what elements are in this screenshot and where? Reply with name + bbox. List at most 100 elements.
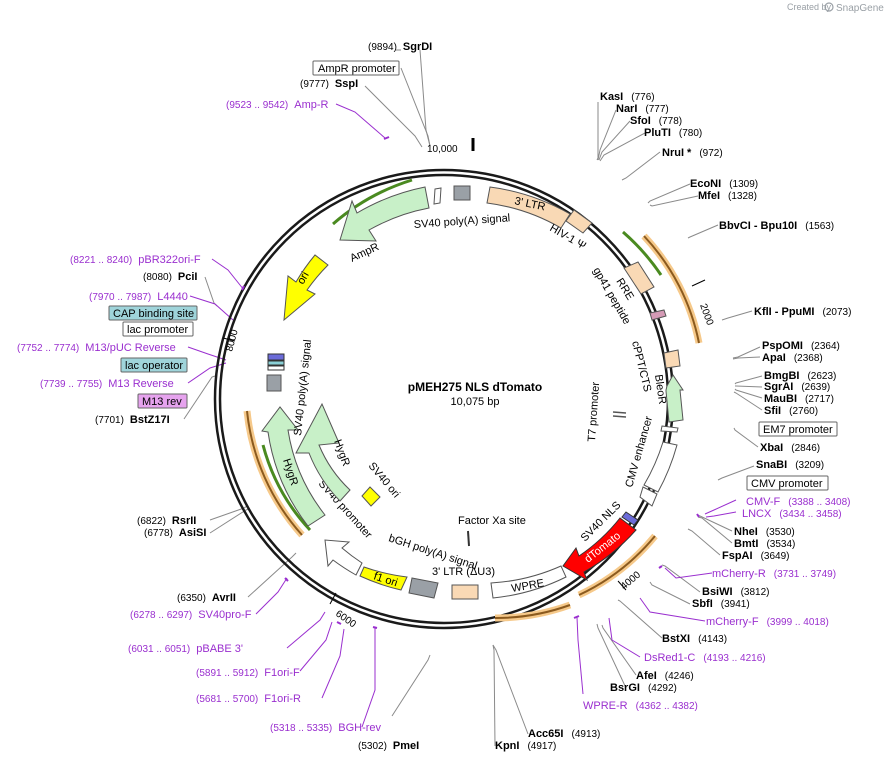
primer-position: (9523 .. 9542) xyxy=(226,100,288,111)
site-name: BmtI xyxy=(734,538,758,550)
boxed-label-m13-rev: M13 rev xyxy=(137,393,188,409)
site-position: (1328) xyxy=(728,191,757,202)
site-name: Acc65I xyxy=(528,728,563,740)
site-position: (2368) xyxy=(794,353,823,364)
site-position: (9894) xyxy=(368,42,397,53)
primer-name: pBR322ori-F xyxy=(138,254,201,266)
site-position: (4143) xyxy=(698,634,727,645)
site-name: BstZ17I xyxy=(130,414,170,426)
site-name: KflI - PpuMI xyxy=(754,306,815,318)
ltr3-box xyxy=(486,186,571,229)
plasmid-size: 10,075 bp xyxy=(451,396,500,408)
cmv-enhancer-arrow xyxy=(643,441,678,493)
site-position: (778) xyxy=(659,116,682,127)
cmv-promoter-box xyxy=(639,486,658,507)
sv40-polya-top xyxy=(433,185,471,205)
boxed-label-ampr-promoter: AmpR promoter xyxy=(312,60,400,76)
dtomato-arrow xyxy=(562,517,637,582)
primer-position: (3731 .. 3749) xyxy=(774,569,836,580)
primer-name: mCherry-F xyxy=(706,616,759,628)
primer-position: (3388 .. 3408) xyxy=(788,497,850,508)
site-position: (4292) xyxy=(648,683,677,694)
primer-position: (4193 .. 4216) xyxy=(703,653,765,664)
primer-name: M13 Reverse xyxy=(108,378,173,390)
tick-8000: 8000 xyxy=(224,328,240,353)
primer-position: (7739 .. 7755) xyxy=(40,379,102,390)
label-bleor: BleoR xyxy=(652,374,668,405)
primer-marks xyxy=(241,136,700,629)
site-position: (2073) xyxy=(823,307,852,318)
site-labels: (9894)SgrDI(9777)SspIKasI(776)NarI(777)S… xyxy=(95,41,851,752)
primer-name: mCherry-R xyxy=(712,568,766,580)
site-position: (4246) xyxy=(665,671,694,682)
site-name: NarI xyxy=(616,103,637,115)
primer-name: SV40pro-F xyxy=(198,609,251,621)
boxed-label-em7: EM7 promoter xyxy=(758,421,838,437)
em7-box xyxy=(660,425,679,433)
primer-name: F1ori-R xyxy=(264,693,301,705)
site-position: (2623) xyxy=(807,371,836,382)
site-position: (4913) xyxy=(571,729,600,740)
primer-name: LNCX xyxy=(742,508,772,520)
sv40-promoter-arrow xyxy=(324,539,363,576)
site-position: (6822) xyxy=(137,516,166,527)
tick-2000: 2000 xyxy=(697,302,715,327)
sv40-polya-left xyxy=(266,353,285,392)
primer-position: (5681 .. 5700) xyxy=(196,694,258,705)
primer-leaders xyxy=(187,103,737,728)
site-name: SfiI xyxy=(764,405,781,417)
primer-name: Amp-R xyxy=(294,99,328,111)
site-name: AsiSI xyxy=(179,527,207,539)
svg-text:lac operator: lac operator xyxy=(125,360,183,372)
site-position: (2760) xyxy=(789,406,818,417)
primer-name: DsRed1-C xyxy=(644,652,695,664)
site-position: (2717) xyxy=(805,394,834,405)
label-ori: ori xyxy=(295,270,312,287)
primer-position: (3999 .. 4018) xyxy=(767,617,829,628)
site-name: AfeI xyxy=(636,670,657,682)
label-factor-xa: Factor Xa site xyxy=(458,515,526,527)
site-position: (4917) xyxy=(527,741,556,752)
primer-name: CMV-F xyxy=(746,496,781,508)
tick-4000: 4000 xyxy=(619,569,643,592)
ltr3-du3-box xyxy=(451,584,479,600)
label-f1ori: f1 ori xyxy=(372,570,399,589)
site-position: (777) xyxy=(645,104,668,115)
green-feature-arcs xyxy=(261,178,663,532)
site-name: PciI xyxy=(178,271,198,283)
hiv-psi-box xyxy=(565,209,593,234)
hygr-inner-arrow xyxy=(295,402,351,502)
site-name: KasI xyxy=(600,91,623,103)
site-position: (3941) xyxy=(721,599,750,610)
site-position: (780) xyxy=(679,128,702,139)
label-ltr3-du3: 3' LTR (ΔU3) xyxy=(432,566,495,578)
site-name: RsrII xyxy=(172,515,196,527)
site-name: SbfI xyxy=(692,598,713,610)
primer-name: pBABE 3' xyxy=(196,643,243,655)
svg-text:M13 rev: M13 rev xyxy=(142,396,182,408)
primer-name: F1ori-F xyxy=(264,667,300,679)
site-name: FspAI xyxy=(722,550,753,562)
site-position: (8080) xyxy=(143,272,172,283)
site-position: (9777) xyxy=(300,79,329,90)
site-name: MauBI xyxy=(764,393,797,405)
f1ori-arrow xyxy=(359,566,408,591)
site-position: (6350) xyxy=(177,593,206,604)
tick-10000: 10,000 xyxy=(427,144,458,155)
boxed-label-cmv-promoter: CMV promoter xyxy=(746,475,829,491)
primer-labels: (9523 .. 9542)Amp-R(8221 .. 8240)pBR322o… xyxy=(17,99,851,734)
boxed-label-cap: CAP binding site xyxy=(108,305,198,321)
boxed-label-lac-promoter: lac promoter xyxy=(122,321,194,337)
primer-name: WPRE-R xyxy=(583,700,628,712)
primer-name: M13/pUC Reverse xyxy=(85,342,175,354)
scale-ticks xyxy=(222,279,706,605)
site-position: (1309) xyxy=(729,179,758,190)
boxed-label-lac-operator: lac operator xyxy=(120,357,188,373)
svg-text:EM7 promoter: EM7 promoter xyxy=(763,424,833,436)
svg-text:CAP binding site: CAP binding site xyxy=(113,308,194,320)
rre-box xyxy=(623,261,655,295)
site-name: NruI * xyxy=(662,147,692,159)
site-name: EcoNI xyxy=(690,178,721,190)
svg-text:lac promoter: lac promoter xyxy=(127,324,188,336)
